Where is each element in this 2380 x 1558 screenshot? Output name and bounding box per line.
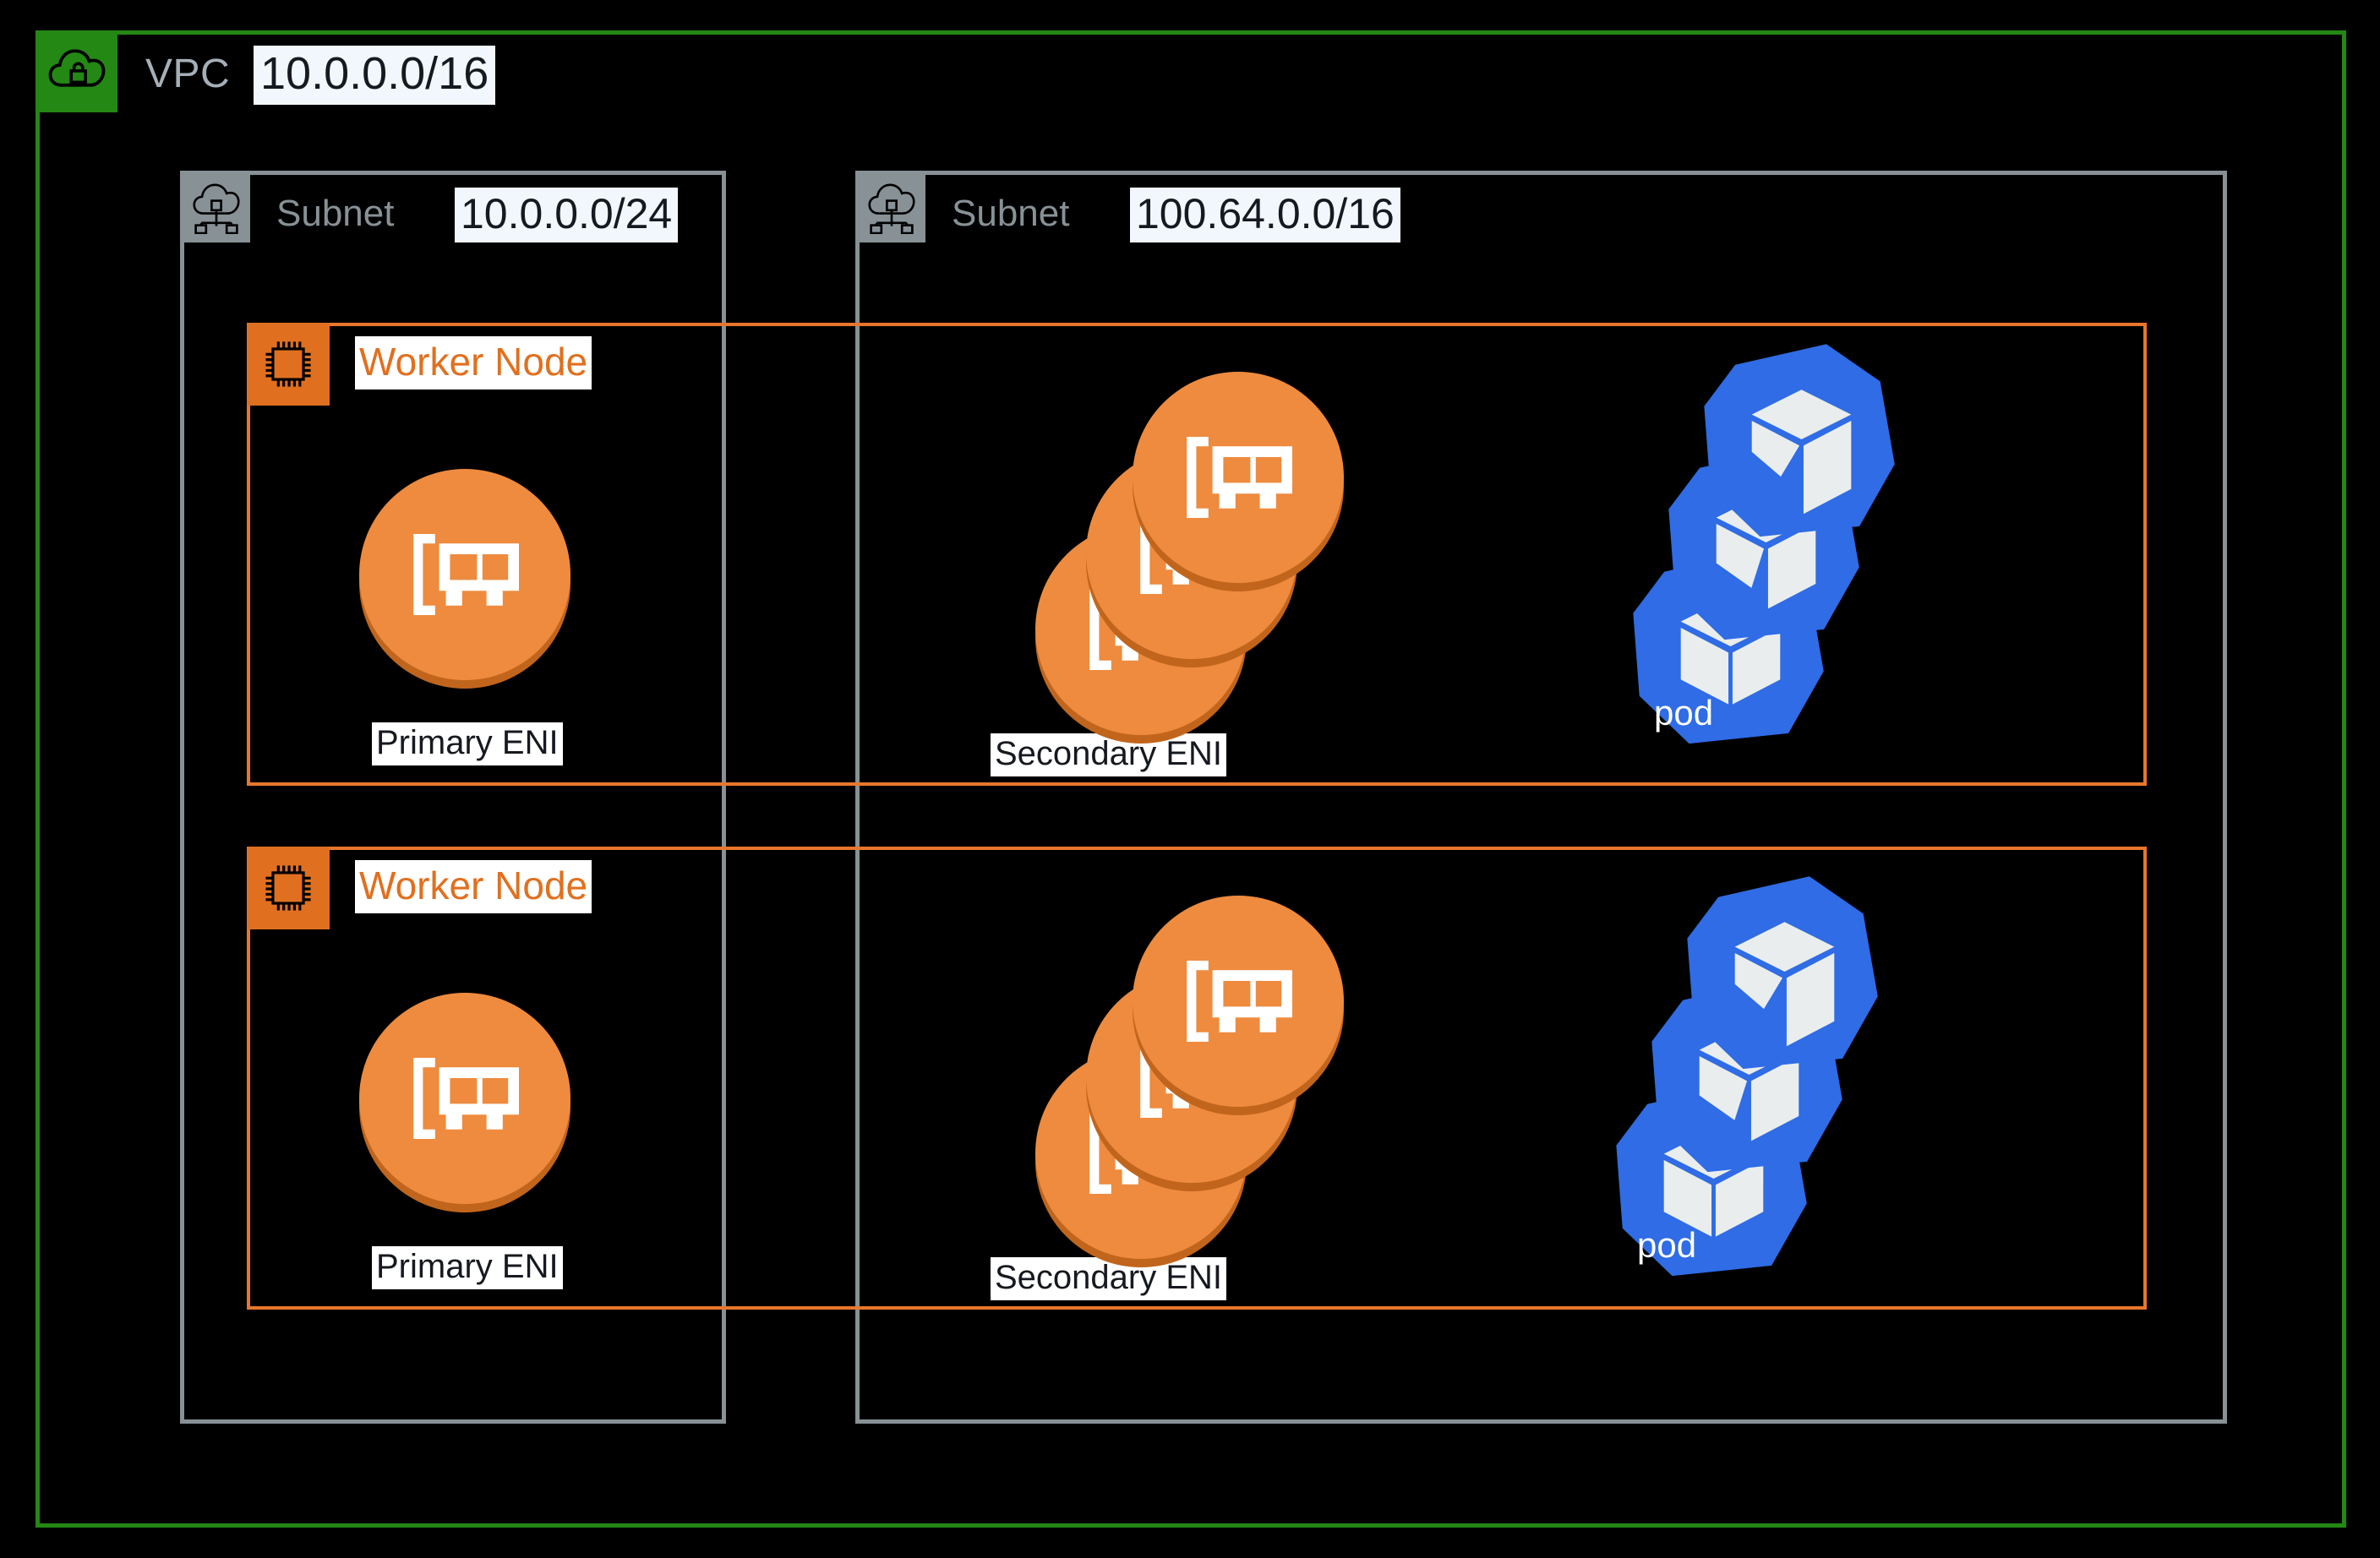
secondary-eni-caption: Secondary ENI [991, 1257, 1227, 1300]
vpc-boundary [35, 30, 2346, 1528]
worker-node-1-label: Worker Node [355, 336, 592, 390]
worker-node-2-boundary [247, 847, 2147, 1310]
worker-node-1-boundary [247, 323, 2147, 786]
eni-disc [1133, 372, 1344, 583]
cloud-network-icon [858, 173, 925, 242]
worker-node-2-label: Worker Node [355, 860, 592, 913]
pod-shape [1698, 334, 1905, 545]
cpu-chip-icon [247, 323, 330, 406]
primary-eni-caption: Primary ENI [372, 722, 563, 765]
secondary-eni-icon [1133, 896, 1344, 1115]
pod-caption: pod [1654, 693, 1714, 733]
subnet-1-label: Subnet [276, 193, 395, 234]
pod-shape [1681, 866, 1888, 1077]
subnet-2-label: Subnet [952, 193, 1070, 234]
eni-disc [1133, 896, 1344, 1107]
subnet-2-boundary [855, 171, 2227, 1424]
vpc-label: VPC [145, 52, 231, 96]
subnet-1-cidr-value: 10.0.0.0/24 [455, 188, 679, 242]
vpc-cidr-value: 10.0.0.0/16 [254, 46, 496, 105]
pod-group: pod [1627, 334, 1931, 756]
subnet-2-cidr-value: 100.64.0.0/16 [1130, 188, 1400, 242]
secondary-eni-caption: Secondary ENI [991, 733, 1227, 776]
cloud-network-icon [183, 173, 250, 242]
primary-eni-caption: Primary ENI [372, 1246, 563, 1289]
pod-caption: pod [1637, 1225, 1697, 1265]
cpu-chip-icon [247, 847, 330, 929]
primary-eni-icon [359, 993, 570, 1212]
cloud-lock-icon [35, 30, 117, 112]
secondary-eni-icon [1133, 372, 1344, 591]
eni-disc [359, 469, 570, 680]
eni-disc [359, 993, 570, 1204]
subnet-1-boundary [180, 171, 726, 1424]
primary-eni-icon [359, 469, 570, 689]
pod-group: pod [1610, 866, 1914, 1288]
